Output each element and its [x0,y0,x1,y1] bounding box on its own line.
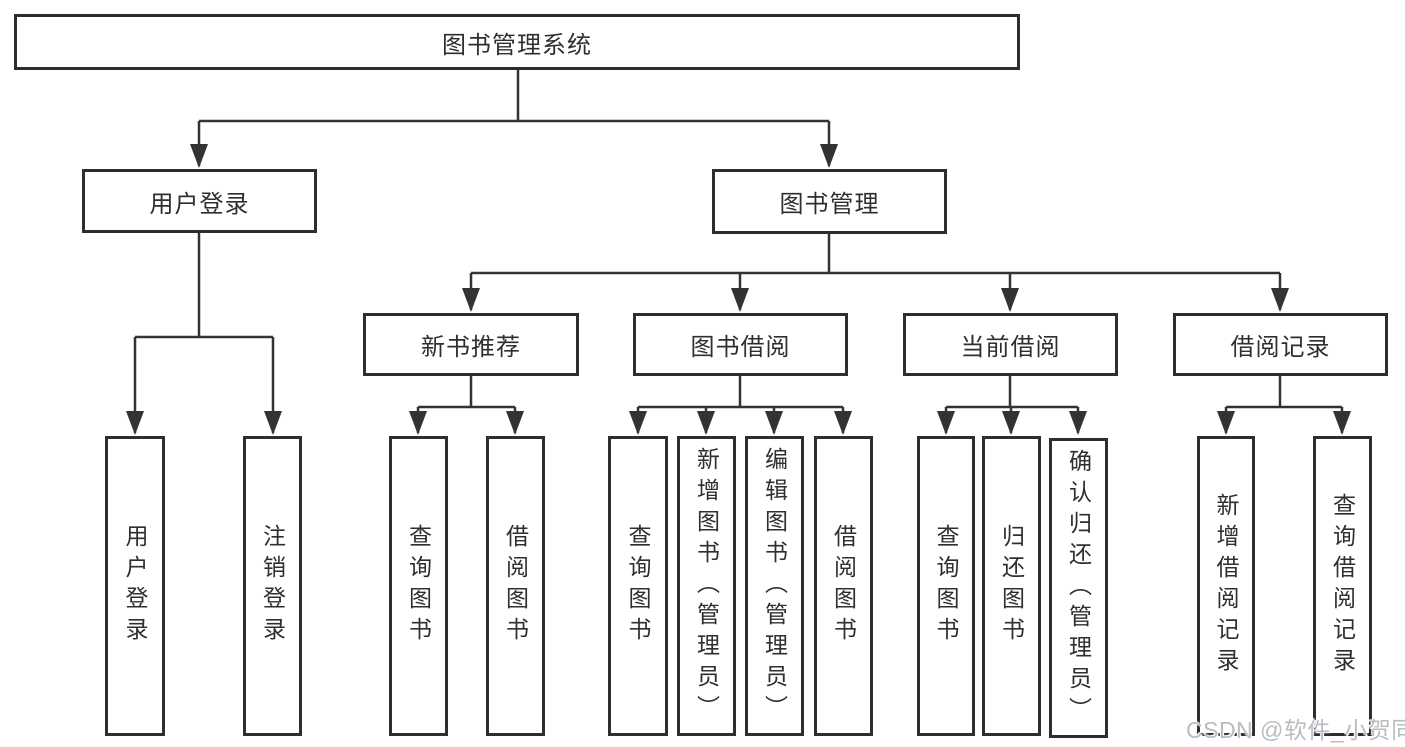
node-leaf-edit-books-admin: 编辑图书（管理员） [745,436,804,736]
node-leaf-query-books-current: 查询图书 [917,436,975,736]
node-label: 新增图书（管理员） [693,446,720,726]
node-label: 借阅图书 [502,524,529,648]
node-label: 用户登录 [122,524,148,648]
node-leaf-add-books-admin: 新增图书（管理员） [677,436,736,736]
node-leaf-user-login: 用户登录 [105,436,165,736]
node-label: 用户登录 [149,190,250,218]
node-label: 查询图书 [933,524,959,648]
node-leaf-add-borrow-record: 新增借阅记录 [1197,436,1255,736]
node-label: 查询借阅记录 [1329,493,1356,679]
node-leaf-borrow-books-recommend: 借阅图书 [486,436,545,736]
node-leaf-confirm-return-admin: 确认归还（管理员） [1049,438,1108,738]
node-leaf-logout: 注销登录 [243,436,302,736]
node-label: 当前借阅 [960,334,1061,361]
node-label: 确认归还（管理员） [1065,448,1092,728]
node-new-book-recommend: 新书推荐 [363,313,579,376]
node-leaf-query-borrow-record: 查询借阅记录 [1313,436,1372,736]
connector-borrowing-records [1217,376,1351,435]
connector-user-login-branch [126,233,282,435]
node-label: 查询图书 [625,524,651,648]
node-current-borrowing: 当前借阅 [903,313,1118,376]
watermark-text: CSDN @软件_小贺同学 [1186,717,1405,743]
node-leaf-borrow-books: 借阅图书 [814,436,873,736]
connector-book-management-branch [462,234,1289,312]
node-root-library-management-system: 图书管理系统 [14,14,1020,70]
node-label: 注销登录 [259,524,286,648]
connector-book-borrowing [629,376,852,435]
node-book-borrowing: 图书借阅 [633,313,848,376]
node-borrowing-records: 借阅记录 [1173,313,1388,376]
node-label: 新增借阅记录 [1213,493,1239,679]
node-leaf-query-books-borrowing: 查询图书 [608,436,668,736]
node-label: 新书推荐 [421,334,521,361]
node-user-login-branch: 用户登录 [82,169,317,233]
node-label: 图书管理 [779,191,880,218]
node-book-management-branch: 图书管理 [712,169,947,234]
node-label: 查询图书 [405,524,432,648]
node-leaf-return-books: 归还图书 [982,436,1041,736]
node-label: 借阅记录 [1230,334,1331,361]
node-label: 归还图书 [998,524,1025,648]
connector-root-to-level2 [190,70,838,168]
node-label: 图书管理系统 [442,31,592,59]
node-label: 借阅图书 [830,524,857,648]
connector-current-borrowing [937,376,1087,435]
node-label: 图书借阅 [690,334,791,361]
node-leaf-query-books-recommend: 查询图书 [389,436,448,736]
connector-new-book-recommend [409,376,524,435]
node-label: 编辑图书（管理员） [761,446,788,726]
